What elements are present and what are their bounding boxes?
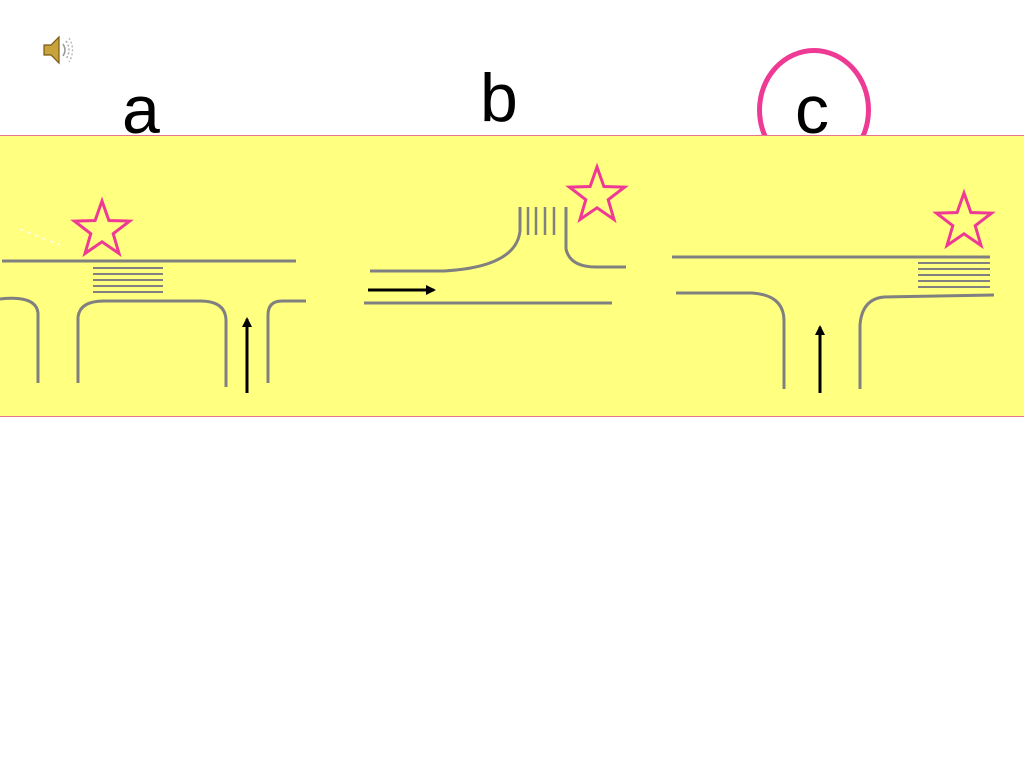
side-street-edge (266, 299, 306, 383)
star-icon (932, 188, 996, 250)
option-label-a[interactable]: a (122, 72, 160, 148)
crosswalk (918, 262, 990, 288)
side-street-edge (676, 291, 786, 389)
road-diagrams (0, 162, 996, 393)
side-street-edge (0, 296, 40, 383)
diagram-c[interactable] (672, 188, 996, 393)
star-icon (70, 196, 134, 258)
road-edge (370, 207, 522, 273)
road-edge (564, 207, 626, 269)
crosswalk (526, 207, 556, 235)
option-label-b[interactable]: b (480, 60, 518, 136)
diagram-a[interactable] (0, 196, 306, 393)
diagram-band (0, 135, 1024, 417)
speaker-icon[interactable] (40, 32, 76, 68)
side-street-edge (858, 293, 995, 389)
crosswalk (93, 267, 163, 293)
star-icon (565, 162, 629, 224)
side-street-edge (76, 299, 228, 387)
diagram-b[interactable] (364, 162, 629, 305)
